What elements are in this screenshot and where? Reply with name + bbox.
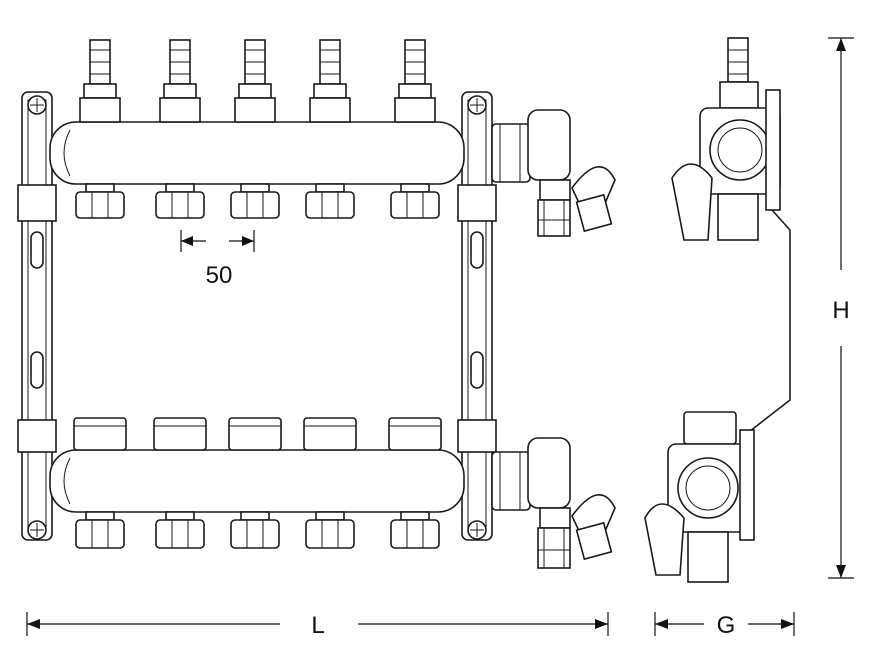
return-valve-caps [73,417,442,451]
bottom-end-valve [491,437,616,569]
supply-outlets [75,183,440,219]
depth-dimension: G [654,612,795,639]
flow-meters [79,39,436,123]
length-label: L [311,612,324,639]
pitch-label: 50 [206,262,233,289]
return-manifold-bar [49,449,465,513]
pitch-dimension: 50 [180,230,255,289]
top-end-valve [491,109,616,237]
height-label: H [832,297,849,324]
right-bracket [457,91,497,541]
depth-label: G [717,612,736,639]
supply-manifold-bar [49,121,465,185]
left-bracket [17,91,57,541]
side-view [644,37,791,583]
length-dimension: L [26,612,609,639]
front-view [17,39,616,569]
return-outlets [75,511,440,549]
height-dimension: H [828,37,854,579]
